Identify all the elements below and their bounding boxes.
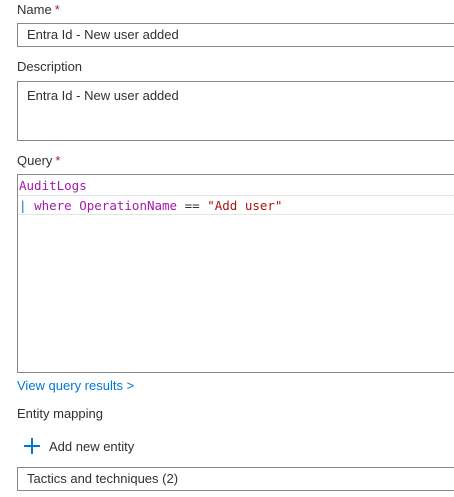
query-editor[interactable]: AuditLogs | where OperationName == "Add …	[17, 174, 454, 373]
tactics-techniques-field[interactable]: Tactics and techniques (2)	[17, 467, 454, 491]
query-string: "Add user"	[207, 198, 283, 213]
plus-icon	[24, 438, 40, 454]
query-line-2: | where OperationName == "Add user"	[18, 195, 454, 215]
query-operator: ==	[184, 198, 200, 213]
name-input[interactable]: Entra Id - New user added	[17, 23, 454, 47]
name-label: Name*	[17, 2, 60, 18]
required-mark: *	[54, 2, 60, 17]
text-cursor: |	[19, 198, 27, 213]
name-label-text: Name	[17, 2, 52, 17]
add-new-entity-label: Add new entity	[49, 438, 135, 454]
description-label: Description	[17, 59, 83, 74]
query-label: Query*	[17, 153, 60, 169]
add-new-entity-button[interactable]: Add new entity	[24, 436, 134, 456]
query-label-text: Query	[17, 153, 53, 168]
query-table-name: AuditLogs	[19, 178, 87, 193]
query-keyword: where	[34, 198, 72, 213]
required-mark: *	[55, 153, 61, 168]
query-line-1: AuditLogs	[18, 176, 454, 196]
entity-mapping-label: Entity mapping	[17, 406, 103, 421]
query-column: OperationName	[79, 198, 178, 213]
description-input[interactable]: Entra Id - New user added	[17, 81, 454, 141]
view-query-results-link[interactable]: View query results >	[17, 378, 135, 393]
